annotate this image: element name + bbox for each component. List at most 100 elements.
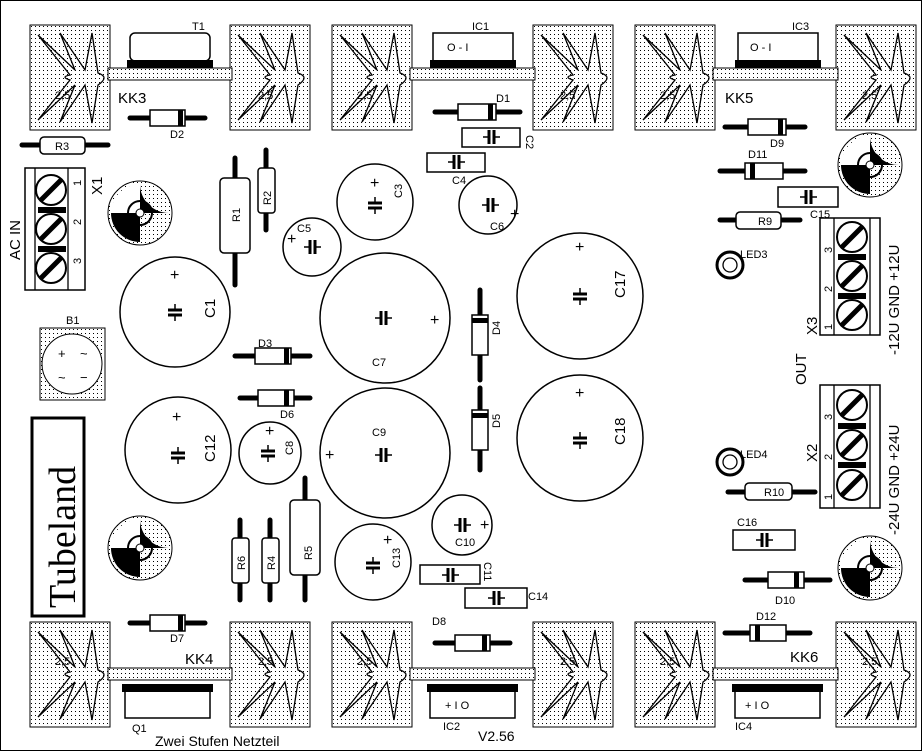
ic3-label: IC3 [792,21,809,33]
c4-label: C4 [452,175,466,187]
heatsink-ic1: O - I IC1 2,5 2,5 [331,21,614,131]
bridge-b1: +~~− B1 [39,315,106,401]
hs-value: 2,5 [357,90,372,102]
x3-pin-labels: -12U GND +12U [886,245,903,355]
pin-label: 1 [72,180,84,186]
c1-label: C1 [202,299,219,318]
resistor-r2: R2 [257,147,276,233]
cap-c2: C2 [461,127,535,149]
svg-text:+: + [325,447,334,464]
c12-label: C12 [202,434,219,462]
cap-c10: + C10 [431,494,493,556]
c7-label: C7 [372,357,386,369]
resistor-r3: R3 [19,136,111,155]
cap-c9: +C9 [319,387,451,519]
electrolytic-caps: +C1 +C12 +C7 +C9 +C17 +C18 +C3 +C5 +C6 +… [119,163,644,601]
c18-label: C18 [612,417,629,445]
svg-text:+: + [58,346,66,361]
cap-c8: +C8 [238,421,302,485]
svg-text:~: ~ [80,346,88,361]
diode-d5: D5 [471,385,503,473]
cap-c3: +C3 [336,163,414,241]
d10-label: D10 [775,595,795,607]
ic2-label: IC2 [443,721,460,733]
d9-label: D9 [770,138,784,150]
x1-label: X1 [89,177,106,195]
hs-value: 2,5 [862,656,877,668]
resistor-r1: R1 [219,155,251,288]
c10-label: C10 [455,537,475,549]
ic1-mark: O - I [447,42,468,54]
pin-label: 2 [823,454,835,460]
resistor-r5: R5 [289,475,321,603]
d11-label: D11 [748,149,767,161]
svg-text:+: + [265,423,274,440]
d5-label: D5 [491,414,503,428]
resistor-r4: R4 [261,517,280,603]
cap-c12: +C12 [124,396,232,504]
heatsink-kk3: T1 2,5 2,5 KK3 [29,21,311,131]
r9-label: R9 [758,216,772,228]
r6-label: R6 [236,556,248,570]
pin-label: 1 [823,324,835,330]
x2-pin-labels: -24U GND +24U [886,425,903,535]
c13-label: C13 [391,548,403,568]
resistor-r9: R9 [717,211,803,230]
tubeland-logo: Tubeland [30,416,86,618]
d8-label: D8 [432,616,446,628]
diode-d8: D8 [432,616,513,652]
board-version: V2.56 [478,728,515,744]
c5-label: C5 [297,223,311,235]
mounting-hole-icon [837,132,903,198]
resistors: R3 R1 R2 R9 R10 R6 R4 R5 [19,136,818,603]
pin-label: 3 [823,247,835,253]
pin-label: 3 [823,414,835,420]
r4-label: R4 [266,556,278,570]
diode-d9: D9 [722,118,808,150]
mounting-hole-icon [107,180,173,246]
ic4-mark: + I O [745,700,770,712]
b1-label: B1 [66,315,79,327]
hs-value: 2,5 [862,90,877,102]
ac-in-label: AC IN [7,220,24,260]
mounting-hole-icon [837,535,903,601]
hs-value: 2,5 [55,90,70,102]
d3-label: D3 [258,338,272,350]
pin-label: 1 [823,494,835,500]
svg-text:+: + [480,517,489,534]
svg-text:+: + [287,231,296,248]
d6-label: D6 [280,409,294,421]
diode-d4: D4 [471,287,503,383]
diode-d7: D7 [127,614,208,645]
hs-value: 2,5 [560,90,575,102]
resistor-r10: R10 [725,482,818,501]
c16-label: C16 [737,517,757,529]
cap-c18: +C18 [516,374,644,502]
diode-d10: D10 [742,571,833,607]
pin-label: 2 [823,286,835,292]
svg-text:+: + [383,532,392,549]
heatsink-kk6: + I O IC4 2,5 2,5 KK6 [634,621,917,733]
hs-value: 2,5 [560,656,575,668]
hs-value: 2,5 [55,656,70,668]
cap-c17: +C17 [516,232,644,360]
c2-label: C2 [523,135,535,149]
kk3-label: KK3 [118,90,146,107]
led3: LED3 [715,249,768,280]
led4-label: LED4 [740,449,768,461]
d12-label: D12 [756,611,776,623]
ic3-mark: O - I [750,42,771,54]
diode-d11: D11 [717,149,808,180]
film-caps: C2 C4 C15 C16 C11 C14 [419,127,839,609]
led4: LED4 [715,447,768,477]
ic1-label: IC1 [472,21,489,33]
svg-text:+: + [430,312,439,329]
svg-text:+: + [575,239,584,256]
pin-label: 2 [72,219,84,225]
c14-label: C14 [528,591,548,603]
r10-label: R10 [764,487,784,499]
terminal-x2: 1 2 3 X2 -24U GND +24U [804,384,903,535]
c11-label: C11 [481,562,493,581]
svg-text:−: − [80,370,88,385]
